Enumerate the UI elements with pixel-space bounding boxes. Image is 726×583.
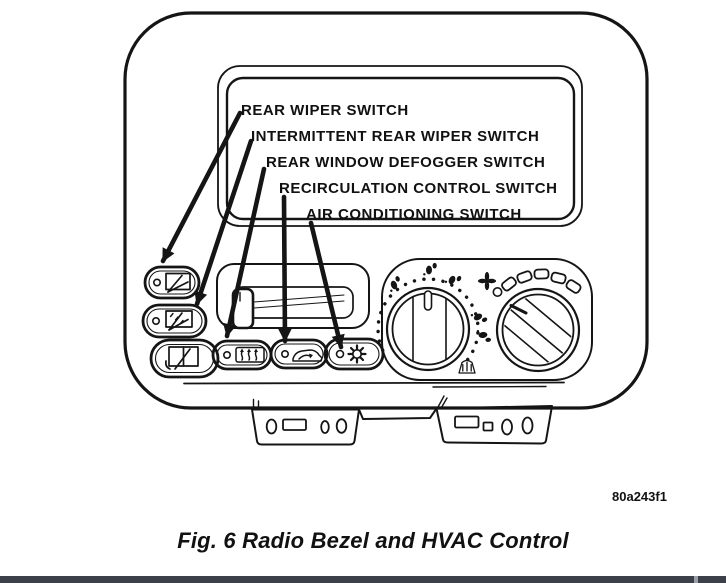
arrow-to-intermittent-rear-wiper — [194, 138, 254, 307]
led-dot — [153, 278, 162, 287]
callout-intermittent-rear-wiper-switch: INTERMITTENT REAR WIPER SWITCH — [251, 128, 540, 145]
recirculation-button — [269, 338, 329, 370]
defogger-grid-icon — [235, 346, 265, 363]
led-dot — [335, 349, 345, 359]
page-footer-rule — [0, 576, 726, 583]
footer-rule-notch — [694, 576, 698, 583]
arrow-to-rear-window-defogger — [223, 166, 267, 339]
callout-recirculation-control-switch: RECIRCULATION CONTROL SWITCH — [279, 180, 558, 197]
hvac-knob-panel — [381, 258, 593, 381]
air-conditioning-sun-icon — [347, 344, 367, 364]
bezel-crease-lines — [183, 381, 565, 388]
knob-pointer — [509, 304, 528, 315]
label-arrows — [160, 110, 345, 350]
rear-washer-icon — [164, 346, 199, 370]
knob-pointer — [423, 290, 433, 311]
fan-speed-segments — [501, 268, 582, 294]
defrost-icon — [458, 359, 476, 374]
arrow-to-rear-wiper — [160, 110, 243, 264]
mode-knob — [376, 262, 492, 374]
figure-reference-code: 80a243f1 — [612, 489, 667, 504]
rear-washer-button — [149, 338, 220, 379]
callout-rear-window-defogger-switch: REAR WINDOW DEFOGGER SWITCH — [266, 154, 546, 171]
rear-wiper-icon — [165, 272, 191, 293]
bracket-connecting-edge — [358, 407, 438, 420]
rear-window-defogger-button — [211, 339, 273, 371]
intermittent-rear-wiper-button — [141, 303, 208, 339]
arrow-to-recirculation — [278, 194, 292, 344]
led-dot — [223, 350, 232, 359]
figure-caption: Fig. 6 Radio Bezel and HVAC Control — [177, 528, 569, 553]
display-opening — [217, 65, 583, 227]
led-dot — [280, 349, 289, 358]
led-dot — [152, 316, 161, 325]
mounting-bracket-right — [435, 395, 553, 445]
mode-symbol-marks — [385, 262, 492, 344]
arrow-to-air-conditioning — [308, 220, 345, 350]
intermittent-rear-wiper-icon — [165, 310, 193, 331]
callout-air-conditioning-switch: AIR CONDITIONING SWITCH — [306, 206, 522, 223]
fan-speed-knob — [495, 287, 581, 373]
recirculation-car-icon — [292, 349, 323, 362]
callout-rear-wiper-switch: REAR WIPER SWITCH — [241, 102, 409, 119]
mounting-bracket-left — [251, 398, 360, 446]
radio-bezel-outline — [123, 11, 649, 410]
rear-wiper-button — [143, 265, 201, 300]
fan-icon — [477, 271, 497, 291]
fan-off-dot — [492, 286, 503, 297]
air-conditioning-button — [323, 337, 385, 371]
